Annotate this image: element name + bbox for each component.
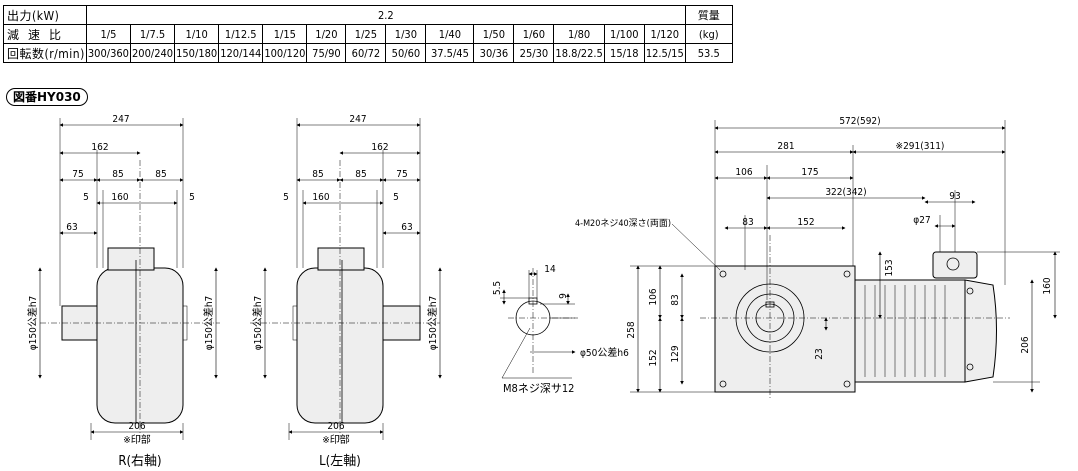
dim-153: 153 (884, 259, 895, 276)
r-view-caption: R(右軸) (118, 454, 161, 469)
dim-93: 93 (949, 191, 960, 202)
r-shaft-dia-right: φ150公差h7 (202, 296, 215, 351)
l-dim-85b: 85 (355, 169, 366, 180)
front-view: 572(592) 281 ※291(311) 106 175 322(342) … (575, 116, 1060, 400)
dim-281: 281 (777, 141, 794, 152)
ratio-cell: 1/100 (603, 24, 645, 44)
r-dim-5b: 5 (189, 192, 195, 203)
figure-number: 図番HY030 (6, 88, 88, 106)
l-dim-5b: 5 (393, 192, 399, 203)
ratio-cell: 1/120 (643, 24, 686, 44)
r-dim-5a: 5 (83, 192, 89, 203)
l-dim-5a: 5 (283, 192, 289, 203)
l-dim-63: 63 (401, 222, 412, 233)
l-dim-162: 162 (371, 142, 388, 153)
l-dim-160: 160 (312, 192, 329, 203)
dim-322: 322(342) (825, 187, 866, 198)
dim-160-v: 160 (1042, 277, 1053, 294)
dim-106-v: 106 (648, 288, 659, 305)
l-dim-85a: 85 (312, 169, 323, 180)
shaft-dia-label: φ50公差h6 (580, 346, 629, 359)
dim-129: 129 (670, 345, 681, 362)
shaft-tap-label: M8ネジ深サ12 (503, 382, 574, 395)
mass-value: 53.5 (684, 43, 733, 63)
r-dim-85a: 85 (112, 169, 123, 180)
dim-152-h: 152 (797, 217, 814, 228)
tap-note: 4-M20ネジ40深さ(両面) (575, 218, 671, 229)
speed-cell: 75/90 (306, 43, 347, 63)
speed-cell: 30/36 (473, 43, 515, 63)
dim-106: 106 (735, 167, 752, 178)
shaft-end-detail: 14 5.5 9 φ50公差h6 M8ネジ深サ12 (492, 264, 629, 395)
r-dim-63: 63 (66, 222, 77, 233)
dim-258: 258 (626, 321, 637, 338)
ratio-cell: 1/80 (553, 24, 605, 44)
speed-cell: 60/72 (345, 43, 387, 63)
shaft-dim-14: 14 (544, 264, 556, 275)
shaft-dim-5-5: 5.5 (492, 281, 503, 295)
dim-152-v: 152 (648, 349, 659, 366)
speed-cell: 200/240 (129, 43, 176, 63)
dim-83-v: 83 (670, 294, 681, 305)
ratio-cell: 1/5 (85, 24, 131, 44)
l-shaft-dia-left: φ150公差h7 (251, 296, 264, 351)
l-dim-206: 206 (327, 421, 344, 432)
r-shaft-dia-left: φ150公差h7 (26, 296, 39, 351)
r-eyebolt (107, 247, 155, 271)
l-dim-75: 75 (396, 169, 407, 180)
dim-206-v: 206 (1020, 336, 1031, 353)
ratio-cell: 1/15 (262, 24, 308, 44)
dim-291: ※291(311) (896, 141, 945, 152)
dim-572: 572(592) (839, 116, 880, 127)
terminal-box (932, 251, 978, 279)
speed-label: 回転数(r/min) (3, 43, 87, 63)
speed-cell: 120/144 (218, 43, 264, 63)
speed-cell: 50/60 (385, 43, 427, 63)
r-dim-75: 75 (72, 169, 83, 180)
r-dim-162: 162 (91, 142, 108, 153)
l-shaft (382, 305, 421, 341)
speed-cell: 100/120 (262, 43, 308, 63)
r-mark-label: ※印部 (123, 433, 151, 446)
speed-cell: 300/360 (85, 43, 131, 63)
spec-table: 出力(kW) 2.2 質量 減速比 1/5 1/7.5 1/10 1/12.5 … (3, 5, 733, 63)
dim-83-h: 83 (742, 217, 753, 228)
ratio-cell: 1/40 (425, 24, 475, 44)
r-dim-206: 206 (128, 421, 145, 432)
speed-cell: 37.5/45 (425, 43, 475, 63)
gearbox-housing (714, 265, 856, 393)
r-dim-160: 160 (111, 192, 128, 203)
l-view-caption: L(左軸) (319, 454, 361, 469)
speed-cell: 15/18 (603, 43, 645, 63)
ratio-cell: 1/20 (306, 24, 347, 44)
r-dim-85b: 85 (155, 169, 166, 180)
l-eyebolt (317, 247, 365, 271)
motor-body (854, 279, 966, 383)
r-view: 247 162 75 85 85 160 5 5 63 206 ※印部 φ150… (26, 114, 220, 446)
l-view: 247 162 85 85 75 160 5 5 63 206 ※印部 φ150… (250, 114, 442, 446)
l-shaft-dia-right: φ150公差h7 (426, 296, 439, 351)
r-dim-247: 247 (112, 114, 129, 125)
fan-cover (964, 279, 997, 383)
dim-phi27: φ27 (913, 215, 930, 226)
l-mark-label: ※印部 (322, 433, 350, 446)
shaft-dim-9: 9 (558, 293, 569, 299)
speed-cell: 18.8/22.5 (553, 43, 605, 63)
dim-23: 23 (814, 348, 825, 359)
l-dim-247: 247 (349, 114, 366, 125)
dim-175: 175 (801, 167, 818, 178)
